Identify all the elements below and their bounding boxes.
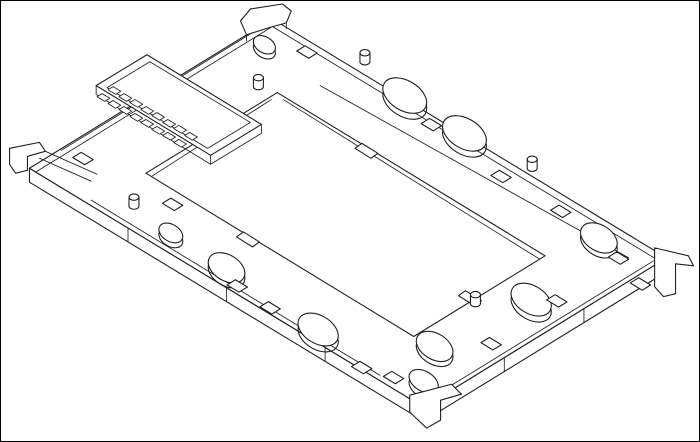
corner-latch-top (239, 3, 292, 60)
vent-cell (96, 93, 111, 102)
alignment-post (469, 290, 481, 308)
finger-cutout (207, 252, 246, 284)
alignment-post (359, 49, 371, 66)
finger-cutout (415, 330, 454, 363)
finger-cutout (382, 77, 428, 114)
wall-seam-lines (127, 227, 585, 372)
corner-latch-left (8, 141, 98, 182)
latch-hook (654, 247, 694, 298)
finger-cutouts (158, 77, 618, 368)
guide-tab (235, 231, 260, 248)
latch-hook (239, 3, 292, 36)
finger-cutout (297, 312, 339, 347)
alignment-post (252, 73, 264, 91)
finger-cutout (252, 35, 276, 55)
finger-cutout (510, 282, 552, 317)
finger-cutout (158, 222, 184, 244)
corner-latch-right (654, 247, 694, 298)
latch-hook-depth (246, 22, 287, 42)
alignment-post (128, 193, 140, 210)
alignment-post (526, 155, 538, 172)
latch-hook (8, 141, 46, 174)
finger-cutout (580, 222, 618, 254)
latch-arm (38, 150, 98, 182)
finger-cutout (442, 115, 487, 152)
latch-hook (409, 383, 463, 429)
latch-housing (95, 54, 262, 165)
guide-tab (354, 142, 379, 159)
opening-outline (145, 92, 546, 338)
corner-latch-bottom (408, 368, 463, 429)
vent-cell (107, 100, 122, 109)
latch-housing-depth (95, 85, 262, 165)
